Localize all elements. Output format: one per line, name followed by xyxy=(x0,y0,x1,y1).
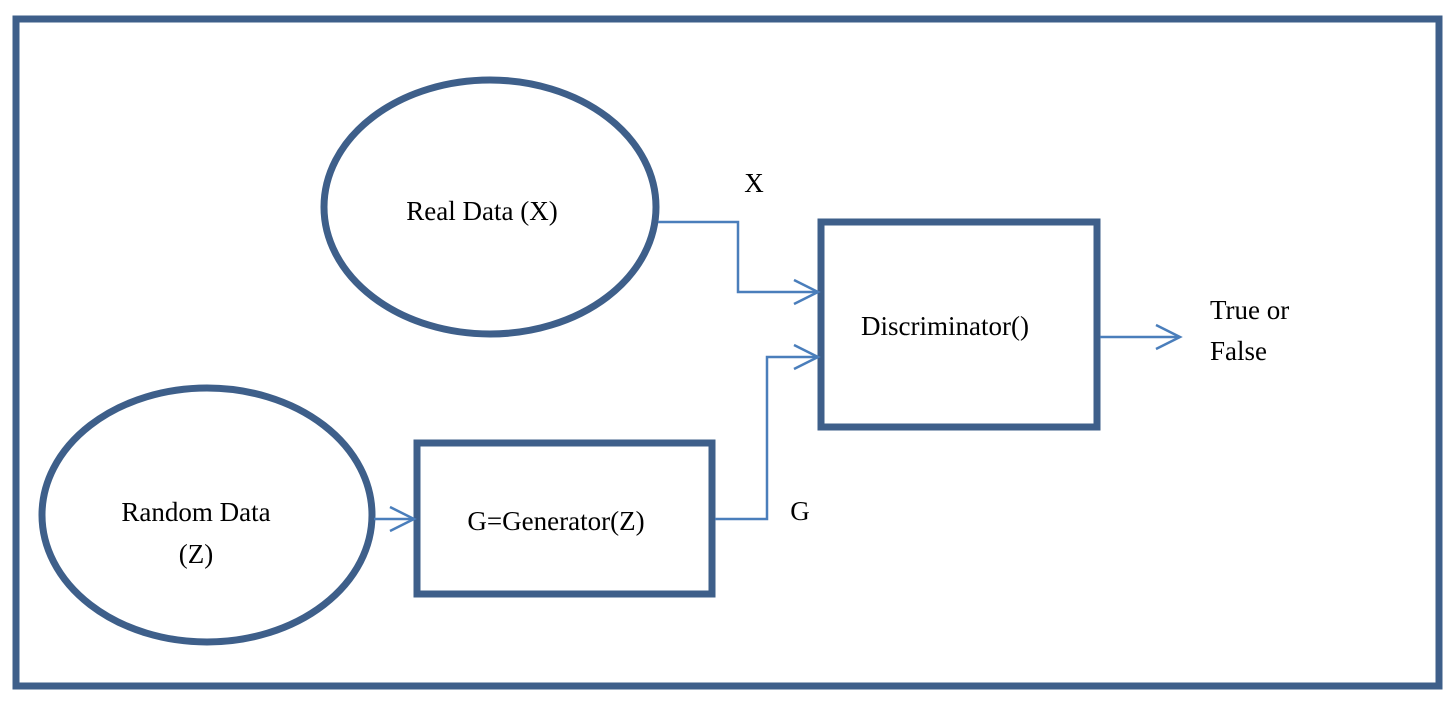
arrowhead-generator-to-discriminator xyxy=(793,343,821,371)
discriminator-node xyxy=(817,218,1101,431)
edge-real-to-discriminator xyxy=(658,220,818,294)
generator-label: G=Generator(Z) xyxy=(467,506,644,536)
arrowhead-discriminator-to-output xyxy=(1155,323,1183,351)
real-data-label: Real Data (X) xyxy=(406,196,557,226)
random-data-node xyxy=(38,384,376,646)
random-data-label-line1: Random Data xyxy=(121,497,270,527)
edge-label-g: G xyxy=(790,496,810,526)
generator-node xyxy=(413,439,716,598)
output-label-line1: True or xyxy=(1210,295,1289,325)
output-label-line2: False xyxy=(1210,336,1267,366)
arrowhead-random-to-generator xyxy=(389,505,417,533)
edge-generator-to-discriminator xyxy=(715,355,818,521)
discriminator-label: Discriminator() xyxy=(861,311,1029,341)
real-data-node xyxy=(320,76,660,338)
diagram-frame xyxy=(12,15,1443,690)
random-data-label-line2: (Z) xyxy=(179,539,213,569)
edge-label-x: X xyxy=(744,168,764,198)
arrowhead-real-to-discriminator xyxy=(793,278,821,306)
